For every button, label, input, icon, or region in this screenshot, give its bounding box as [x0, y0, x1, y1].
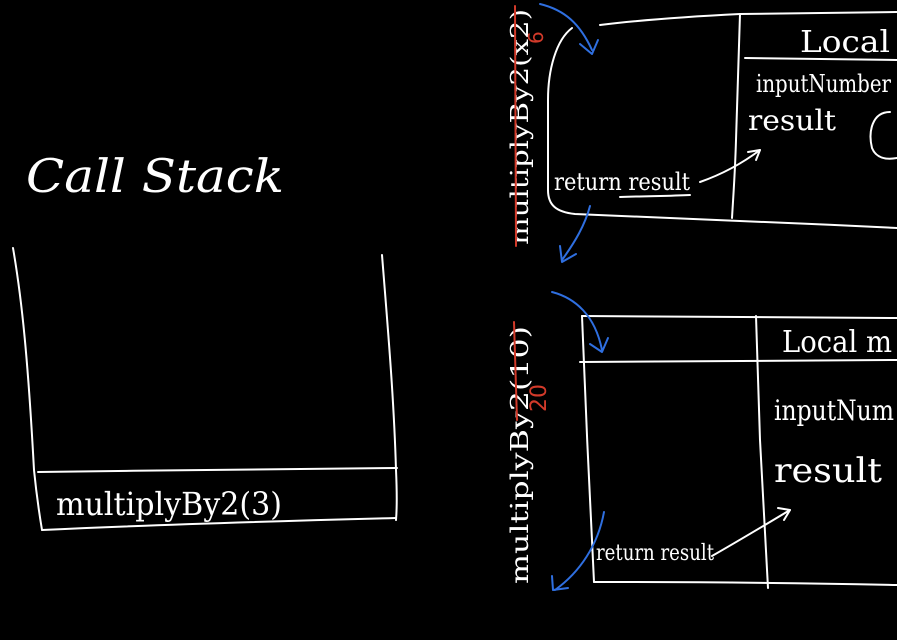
top-side-label: multiplyBy2(x2) — [506, 9, 534, 245]
bottom-local-header: Local m — [782, 325, 892, 360]
top-var-input: inputNumber — [756, 70, 891, 98]
top-var-result: result — [748, 104, 837, 137]
bottom-return-text: return result — [596, 541, 714, 566]
bottom-side-label: multiplyBy2(10) — [506, 326, 534, 584]
blue-arrow-bottom-out — [551, 511, 605, 591]
top-strikethrough — [514, 5, 517, 247]
bottom-strikethrough — [513, 321, 518, 421]
call-stack-frame-label: multiplyBy2(3) — [56, 485, 282, 523]
execution-context-top — [547, 11, 897, 229]
top-side-value: 6 — [524, 31, 548, 44]
bottom-var-input: inputNum — [774, 394, 894, 427]
call-stack-title: Call Stack — [26, 149, 284, 203]
blue-arrow-top-out — [559, 205, 591, 263]
execution-context-bottom — [579, 315, 897, 589]
bottom-var-result: result — [774, 451, 882, 491]
top-return-text: return result — [554, 168, 690, 196]
top-local-header: Local — [800, 25, 890, 60]
blue-arrow-top-in — [539, 3, 599, 55]
blue-arrow-bottom-in — [551, 291, 609, 353]
call-stack-container — [12, 247, 398, 531]
bottom-side-value: 20 — [527, 384, 552, 412]
